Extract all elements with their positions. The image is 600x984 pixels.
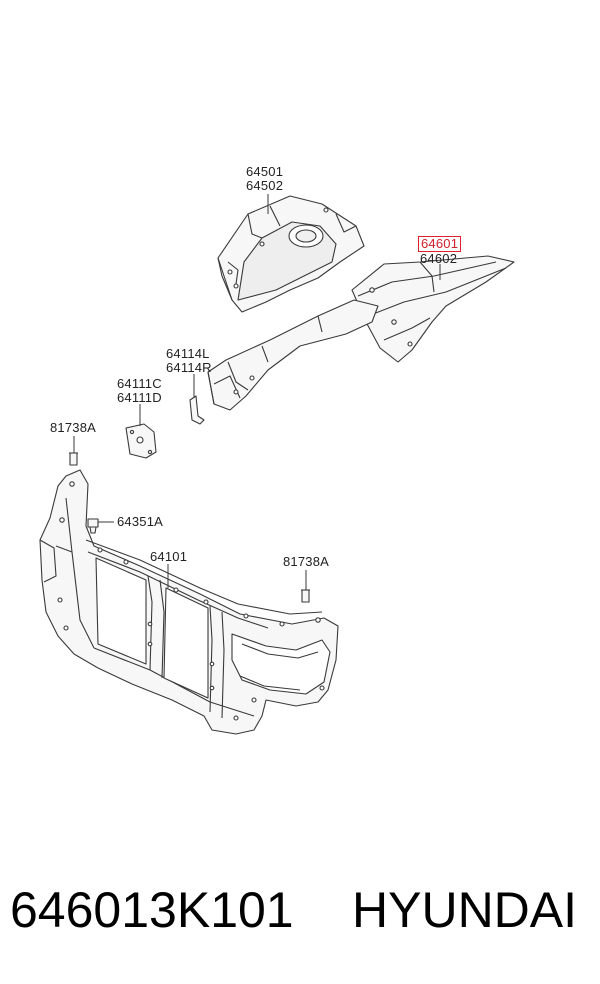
callout-64601-highlighted: 64601	[418, 236, 462, 252]
radiator-support-part	[39, 469, 339, 735]
callout-64602: 64602	[420, 251, 458, 266]
side-member-part	[351, 255, 515, 363]
part-number-caption: 646013K101	[10, 882, 294, 938]
callout-64351A: 64351A	[117, 514, 164, 529]
brand-caption: HYUNDAI	[352, 882, 578, 938]
callout-64114R: 64114R	[166, 360, 212, 375]
callout-64111C: 64111C	[117, 376, 162, 391]
callout-81738A-right: 81738A	[283, 554, 330, 569]
fastener-left-part	[69, 452, 78, 466]
callout-64101: 64101	[150, 549, 188, 564]
callout-64111D: 64111D	[117, 390, 162, 405]
bracket-plate-part	[125, 423, 157, 459]
front-side-member-part	[207, 299, 379, 411]
apron-panel-part	[217, 195, 365, 313]
callout-64501: 64501	[246, 164, 284, 179]
bolt-64351A-part	[87, 518, 99, 534]
fastener-right-part	[301, 589, 310, 603]
callout-64502: 64502	[246, 178, 284, 193]
parts-diagram	[39, 194, 515, 735]
callout-64114L: 64114L	[166, 346, 210, 361]
small-bracket-part	[189, 395, 205, 425]
callout-81738A-left: 81738A	[50, 420, 97, 435]
